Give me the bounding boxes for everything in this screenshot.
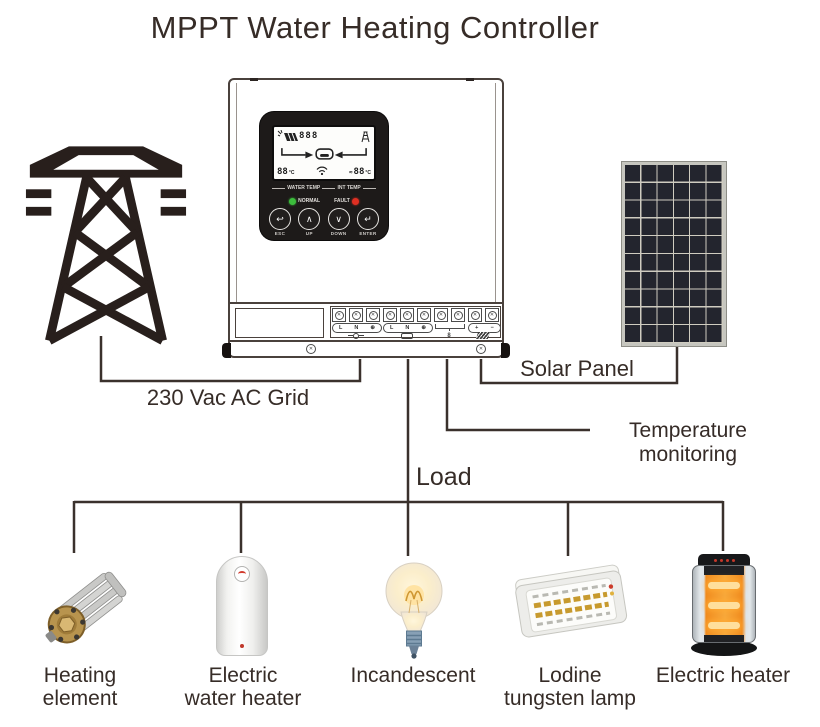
heater-tube bbox=[708, 622, 740, 629]
case-divider bbox=[230, 340, 502, 342]
fault-led-label: FAULT bbox=[334, 198, 350, 204]
drain-valve bbox=[240, 644, 244, 648]
heater-tube bbox=[708, 582, 740, 589]
heating-element bbox=[45, 571, 127, 644]
enter-button[interactable]: ↵ ENTER bbox=[356, 208, 380, 236]
lcd-display: 888 88°C bbox=[272, 125, 376, 181]
terminal-screw[interactable]: ✕ bbox=[468, 308, 482, 322]
lcd-water-temp-value: 88 bbox=[277, 167, 288, 177]
control-panel: 888 88°C bbox=[260, 112, 388, 240]
temperature-label-line2: monitoring bbox=[638, 443, 738, 466]
temperature-monitoring-label: Temperature monitoring bbox=[588, 419, 788, 467]
down-button-label: DOWN bbox=[330, 231, 347, 236]
heater-control-top bbox=[698, 554, 750, 566]
terminal-screw[interactable]: ✕ bbox=[349, 308, 363, 322]
heater-body bbox=[692, 565, 756, 643]
terminal-screw[interactable]: ✕ bbox=[434, 308, 448, 322]
incandescent-label: Incandescent bbox=[350, 664, 476, 687]
electric-water-heater bbox=[216, 556, 268, 656]
status-led-row: NORMAL FAULT bbox=[274, 196, 374, 206]
mount-tab bbox=[250, 78, 258, 81]
esc-glyph: ↩ bbox=[276, 213, 284, 224]
ground-icon: ⊕ bbox=[421, 325, 426, 331]
term-n: N bbox=[405, 325, 410, 331]
thermometer-gauge bbox=[234, 566, 250, 582]
up-button[interactable]: ∧ UP bbox=[297, 208, 321, 236]
incandescent-bulb bbox=[385, 562, 443, 659]
ground-icon: ⊕ bbox=[370, 325, 375, 331]
wiring-cover-plate bbox=[235, 308, 324, 338]
mount-tab bbox=[466, 78, 474, 81]
lcd-pv-digits: 888 bbox=[299, 131, 319, 141]
lcd-grid-tower-icon bbox=[361, 131, 370, 142]
iodine-tungsten-lamp bbox=[515, 564, 628, 638]
temp-sensor-icon: 8 bbox=[447, 332, 451, 339]
enter-button-label: ENTER bbox=[359, 231, 377, 236]
heater-tube bbox=[708, 602, 740, 609]
temp-sensor-terminal-bracket bbox=[435, 324, 465, 329]
normal-led bbox=[289, 197, 297, 205]
terminal-screw[interactable]: ✕ bbox=[332, 308, 346, 322]
lcd-approx-mark: ≈ bbox=[348, 169, 353, 176]
solar-panel-label: Solar Panel bbox=[520, 356, 634, 381]
lcd-left-unit: °C bbox=[288, 170, 295, 176]
term-n: N bbox=[354, 325, 359, 331]
terminal-screw[interactable]: ✕ bbox=[417, 308, 431, 322]
terminal-screw[interactable]: ✕ bbox=[383, 308, 397, 322]
term-plus: + bbox=[475, 325, 479, 331]
electric-heater bbox=[688, 554, 760, 664]
power-grid-tower-icon bbox=[25, 146, 187, 345]
esc-button[interactable]: ↩ ESC bbox=[268, 208, 292, 236]
term-minus: − bbox=[490, 325, 494, 331]
terminal-screw[interactable]: ✕ bbox=[451, 308, 465, 322]
ac-grid-label: 230 Vac AC Grid bbox=[146, 385, 310, 410]
up-button-label: UP bbox=[305, 231, 313, 236]
int-temp-tag: INT TEMP bbox=[337, 185, 361, 191]
term-l: L bbox=[339, 325, 343, 331]
lcd-int-temp-value: 88 bbox=[353, 167, 365, 177]
mppt-controller: 888 88°C bbox=[222, 78, 510, 358]
up-glyph: ∧ bbox=[306, 213, 313, 224]
term-l: L bbox=[390, 325, 394, 331]
down-button[interactable]: ∨ DOWN bbox=[327, 208, 351, 236]
lcd-pv-icon bbox=[277, 129, 298, 141]
solar-panel bbox=[622, 162, 726, 346]
esc-button-label: ESC bbox=[274, 231, 286, 236]
button-row: ↩ ESC ∧ UP ∨ DOWN ↵ ENTER bbox=[268, 208, 380, 236]
solar-pv-icon bbox=[471, 332, 495, 339]
terminal-screw[interactable]: ✕ bbox=[366, 308, 380, 322]
lcd-tag-row: WATER TEMP INT TEMP bbox=[270, 184, 378, 192]
mounting-foot bbox=[222, 343, 231, 358]
water-temp-tag: WATER TEMP bbox=[287, 185, 321, 191]
lcd-right-unit: °C bbox=[365, 170, 371, 176]
case-screw: ✕ bbox=[476, 344, 486, 354]
terminal-screw[interactable]: ✕ bbox=[485, 308, 499, 322]
lamp-icon bbox=[344, 332, 368, 339]
enter-glyph: ↵ bbox=[364, 213, 372, 224]
case-edge-left bbox=[236, 83, 237, 302]
case-screw: ✕ bbox=[306, 344, 316, 354]
lcd-wifi-icon bbox=[316, 166, 328, 175]
case-edge-right bbox=[495, 83, 496, 302]
normal-led-label: NORMAL bbox=[298, 198, 321, 204]
mounting-foot bbox=[501, 343, 510, 358]
temperature-label-line1: Temperature bbox=[629, 419, 747, 442]
terminal-block: ✕ ✕ ✕ ✕ ✕ ✕ ✕ ✕ ✕ ✕ L N ⊕ L N ⊕ + bbox=[330, 306, 501, 339]
fault-led bbox=[351, 197, 359, 205]
terminal-screw[interactable]: ✕ bbox=[400, 308, 414, 322]
heater-base bbox=[691, 640, 757, 656]
load-label: Load bbox=[416, 463, 472, 491]
lcd-energy-flow-icon bbox=[281, 147, 367, 160]
socket-icon bbox=[395, 332, 419, 339]
page-title: MPPT Water Heating Controller bbox=[150, 10, 600, 45]
electric-heater-label: Electric heater bbox=[655, 664, 791, 687]
case-divider bbox=[230, 302, 502, 304]
down-glyph: ∨ bbox=[335, 213, 342, 224]
